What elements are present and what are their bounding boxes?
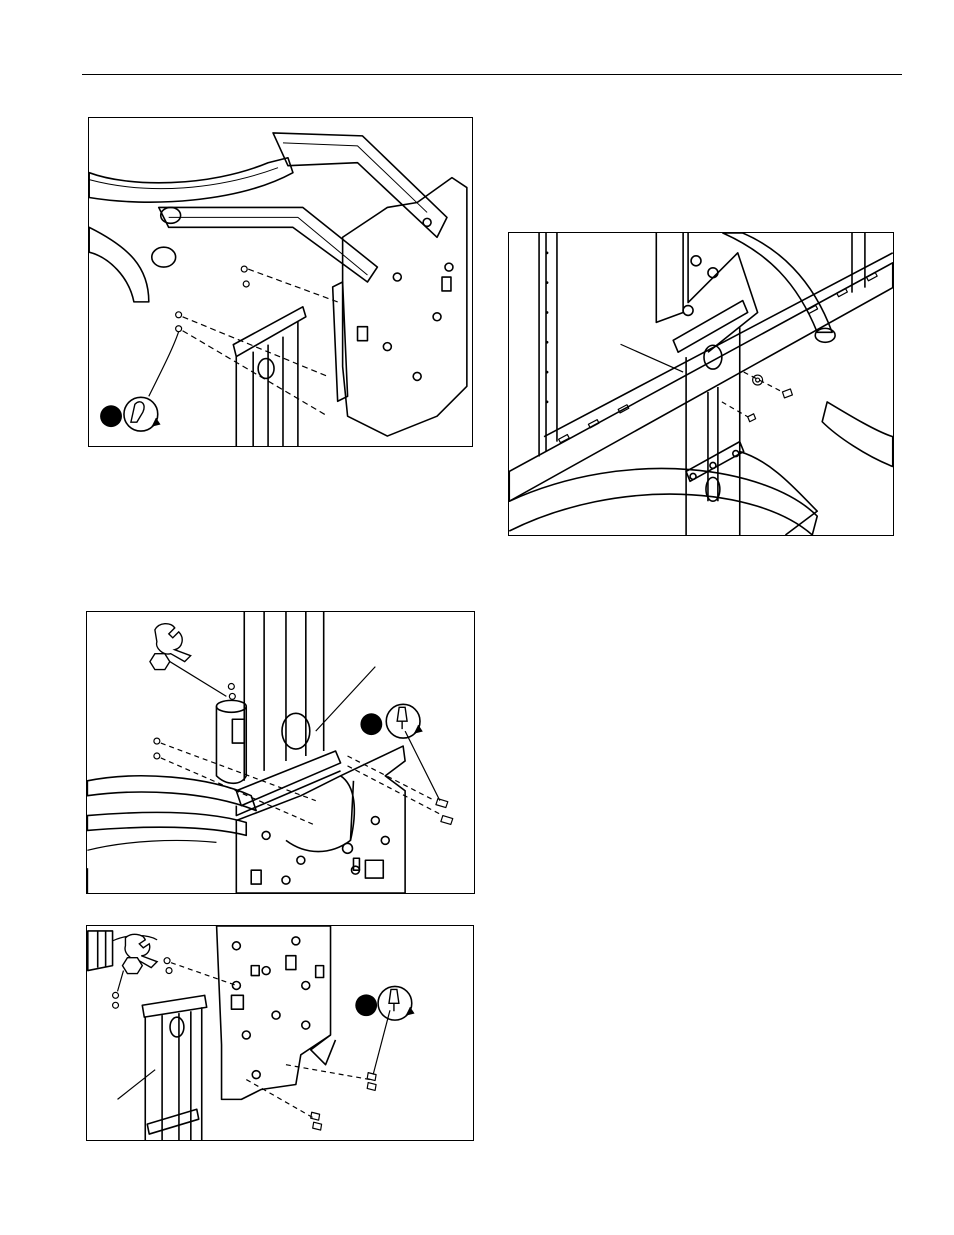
leader-line xyxy=(118,971,124,992)
alternate-orientation-illustration xyxy=(87,926,473,1140)
extension-plate-illustration xyxy=(87,612,474,893)
leader-line xyxy=(373,1010,390,1074)
leader-line xyxy=(316,667,376,732)
arm-bracket-illustration xyxy=(89,118,472,446)
leader-line xyxy=(162,657,227,697)
figure-arm-bracket-assembly xyxy=(88,117,473,447)
figure-extension-to-plate xyxy=(86,611,475,894)
leader-line xyxy=(405,731,440,801)
leader-line xyxy=(118,1070,156,1100)
figure-bracket-ceiling-plate xyxy=(508,232,894,536)
leader-line xyxy=(621,344,684,372)
figure-alternate-orientation xyxy=(86,925,474,1141)
ceiling-plate-illustration xyxy=(509,233,893,535)
header-rule xyxy=(82,74,902,75)
